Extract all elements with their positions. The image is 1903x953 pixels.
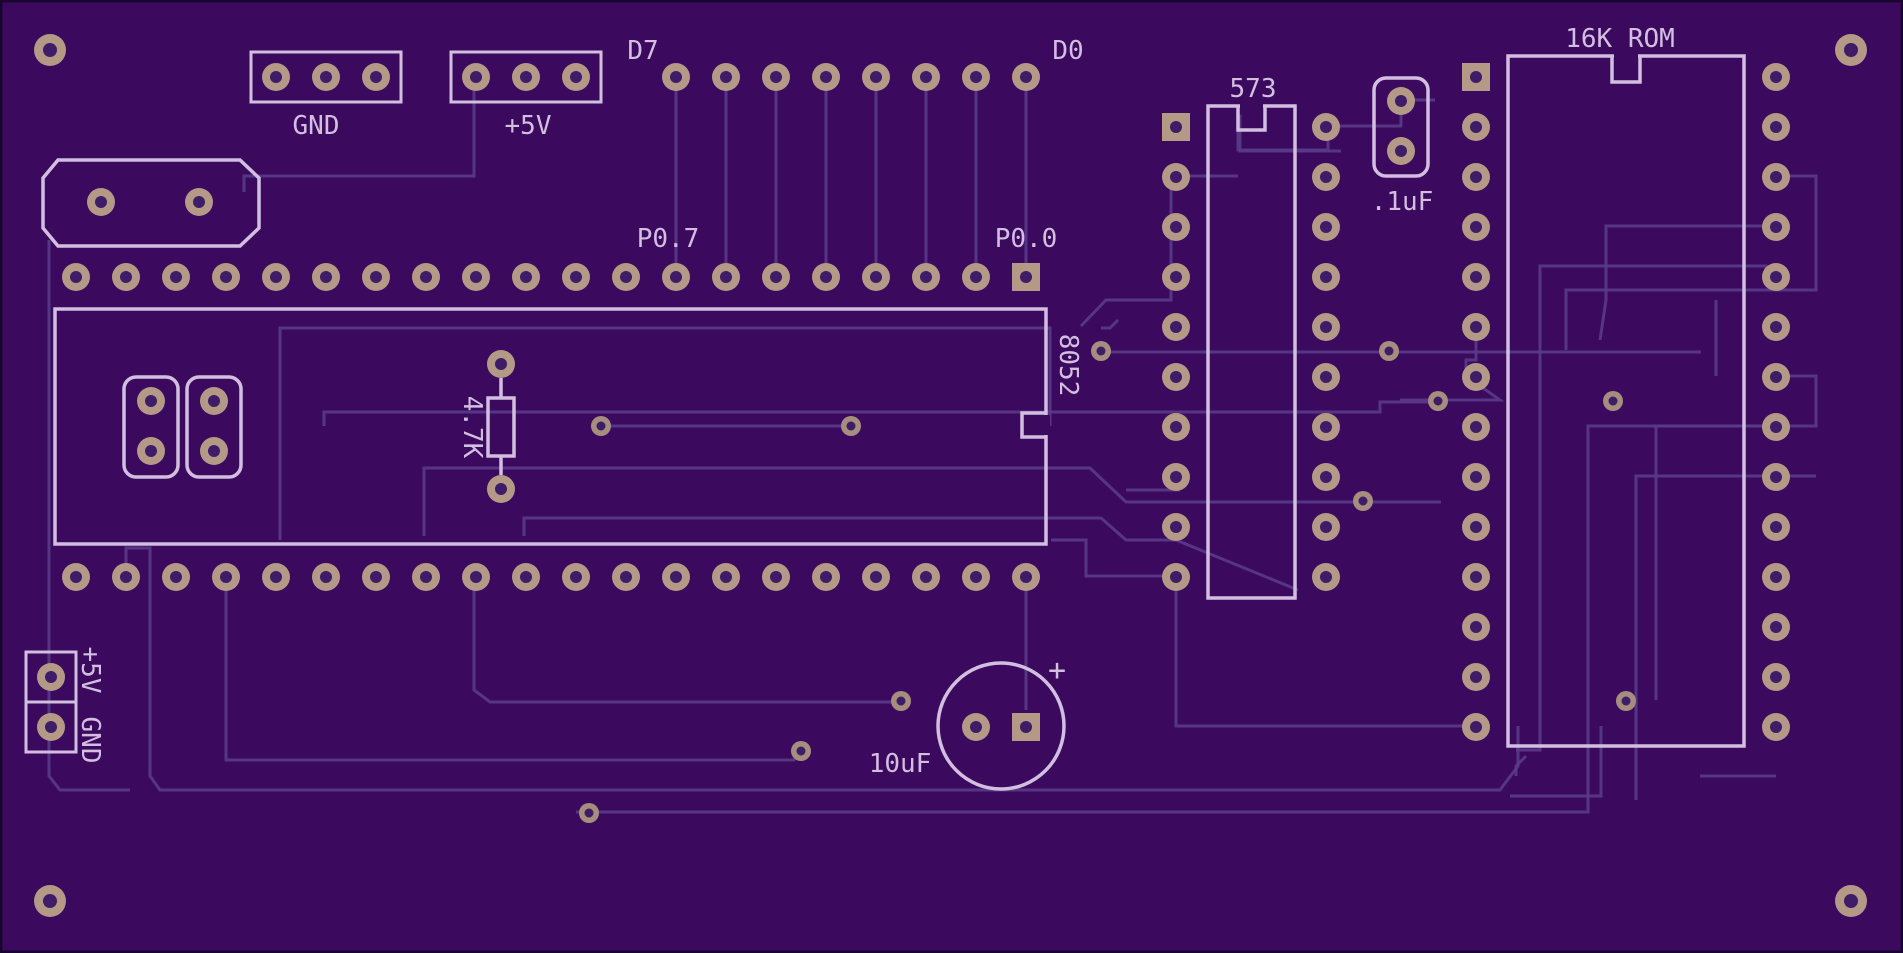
gnd-header-label: GND [293, 111, 340, 141]
p00-label: P0.0 [995, 224, 1058, 254]
mounting-hole-top-left [34, 34, 66, 66]
latch-573: 573 [1162, 74, 1340, 600]
data-bus-header: D7 D0 [627, 36, 1084, 91]
gnd-header: GND [249, 50, 403, 141]
v5-header: +5V [449, 50, 603, 141]
power-connector: +5V GND [24, 647, 105, 764]
mounting-hole-bottom-left [34, 885, 66, 917]
mcu-label: 8052 [1053, 334, 1083, 397]
power-gnd-label: GND [75, 717, 105, 764]
mcu-8052: 8052 P0.7 P0.0 [53, 224, 1083, 546]
rom-16k: 16K ROM [1462, 24, 1790, 748]
power-v5-label: +5V [75, 647, 105, 694]
cap-plus-label: + [1048, 653, 1066, 688]
resistor-label: 4.7K [457, 396, 487, 459]
v5-header-label: +5V [505, 111, 552, 141]
d0-label: D0 [1052, 36, 1083, 66]
rom-label: 16K ROM [1565, 24, 1675, 54]
jumper-pair [122, 375, 243, 479]
d7-label: D7 [627, 36, 658, 66]
latch-label: 573 [1230, 74, 1277, 104]
cap-small-label: .1uF [1371, 187, 1434, 217]
capacitor-0-1uf: .1uF [1371, 76, 1434, 217]
mounting-hole-bottom-right [1835, 885, 1867, 917]
mounting-hole-top-right [1835, 34, 1867, 66]
cap-electrolytic-label: 10uF [869, 749, 932, 779]
crystal-footprint [41, 158, 261, 248]
resistor-4k7: 4.7K [457, 350, 516, 503]
p07-label: P0.7 [637, 224, 700, 254]
capacitor-10uf: + 10uF [869, 653, 1066, 791]
